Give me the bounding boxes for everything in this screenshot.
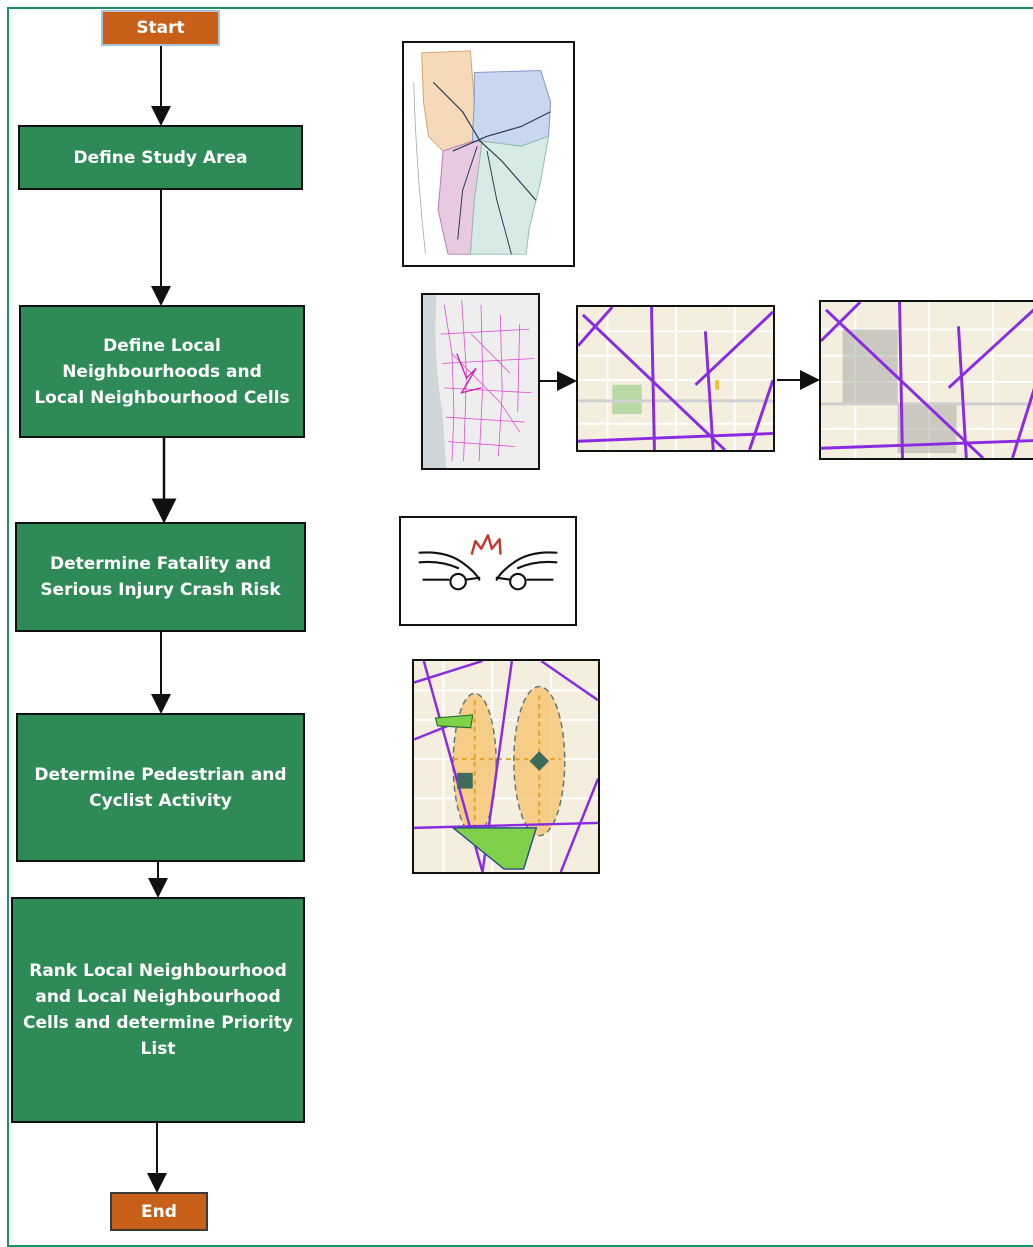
start-terminal: Start <box>101 10 220 46</box>
end-terminal: End <box>110 1192 208 1231</box>
neighbourhood-cells-map <box>819 300 1033 460</box>
neighbourhood-map <box>576 305 775 452</box>
step-define-local-neighbourhoods: Define Local Neighbourhoods and Local Ne… <box>19 305 305 438</box>
study-area-map <box>402 41 575 267</box>
step-determine-crash-risk: Determine Fatality and Serious Injury Cr… <box>15 522 306 632</box>
pedestrian-cyclist-activity-map <box>412 659 600 874</box>
step-determine-pedestrian-cyclist-activity: Determine Pedestrian and Cyclist Activit… <box>16 713 305 862</box>
road-network-map <box>421 293 540 470</box>
step-define-study-area: Define Study Area <box>18 125 303 190</box>
step-rank-and-prioritise: Rank Local Neighbourhood and Local Neigh… <box>11 897 305 1123</box>
car-crash-icon <box>399 516 577 626</box>
